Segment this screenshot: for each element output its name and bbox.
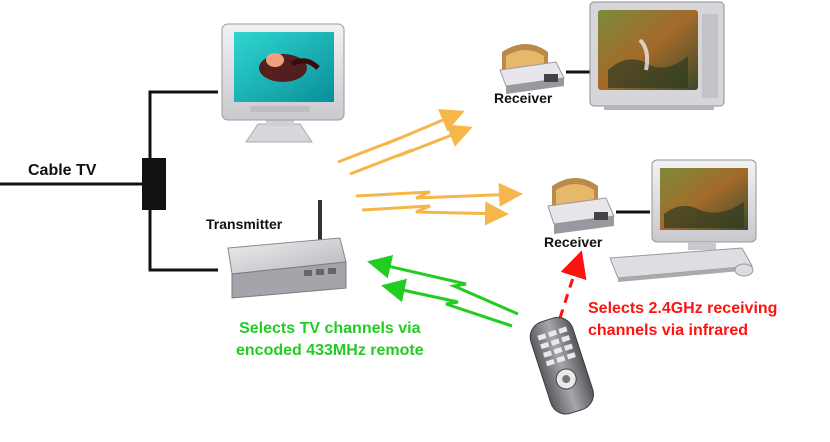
caption-line: encoded 433MHz remote [236,340,424,362]
caption-line: Selects TV channels via [236,318,424,340]
crt-tv-icon [590,2,724,110]
cable-wiring [0,92,218,270]
transmitter-label: Transmitter [206,216,282,232]
signal-2-4ghz-lower [356,192,520,214]
infrared-caption: Selects 2.4GHz receiving channels via in… [588,298,777,342]
receiver-icon [548,178,614,234]
caption-line: Selects 2.4GHz receiving [588,298,777,320]
receiver-label-top: Receiver [494,90,552,106]
caption-line: channels via infrared [588,320,777,342]
splitter-icon [142,158,166,210]
receiver-icon [500,44,564,94]
signal-433mhz [370,262,518,326]
desktop-computer-icon [610,160,756,282]
remote-control-icon [526,313,598,418]
lcd-monitor-icon [222,24,344,142]
cable-tv-label: Cable TV [28,162,96,180]
transmitter-box-icon [228,200,346,298]
infrared-signal [560,256,580,318]
receiver-label-middle: Receiver [544,234,602,250]
signal-2-4ghz-upper [338,112,470,174]
remote-433mhz-caption: Selects TV channels via encoded 433MHz r… [236,318,424,362]
